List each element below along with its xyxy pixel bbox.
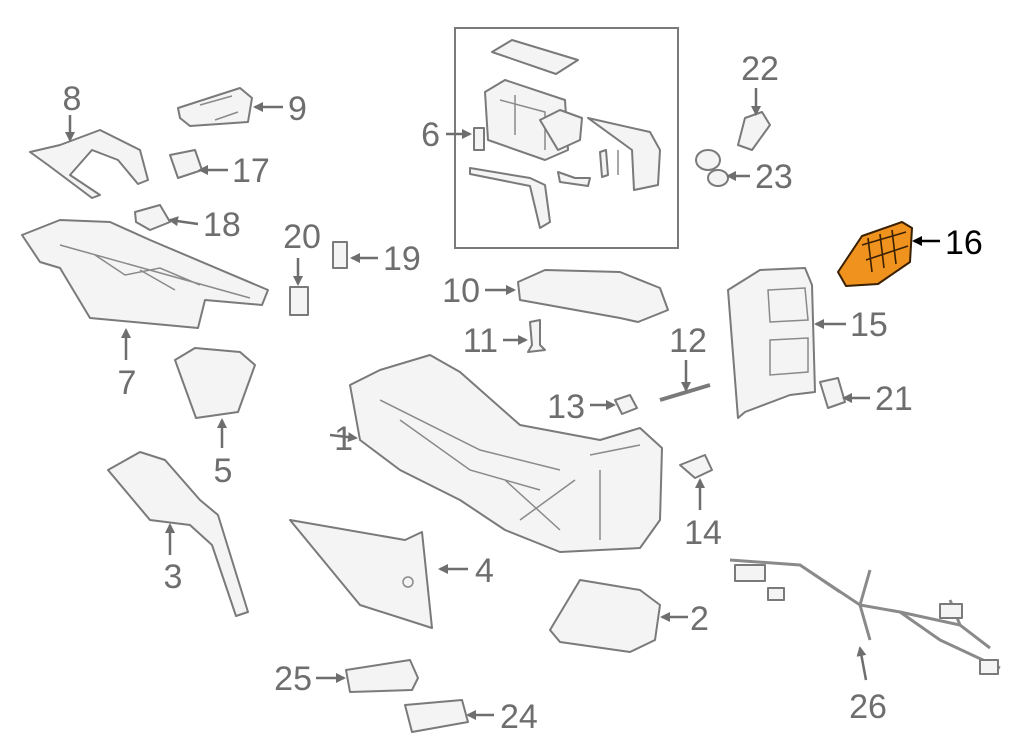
part-14-drawing (679, 454, 713, 479)
part-11-drawing (527, 319, 546, 353)
part-3-drawing (107, 451, 249, 617)
part-1-drawing (349, 354, 663, 553)
callout-1: 1 (334, 420, 353, 458)
callout-18: 18 (203, 206, 241, 244)
part-24-drawing (404, 699, 469, 733)
part-15-drawing (727, 267, 816, 419)
callout-12: 12 (669, 322, 707, 360)
part-16-drawing (837, 221, 913, 287)
part-13-drawing (614, 394, 638, 415)
callout-17: 17 (232, 152, 270, 190)
callout-24: 24 (500, 698, 538, 736)
callout-23: 23 (755, 158, 793, 196)
callout-16: 16 (945, 224, 983, 262)
part-19-drawing (332, 241, 348, 269)
callout-7: 7 (118, 364, 137, 402)
callout-20: 20 (283, 218, 321, 256)
part-9-drawing (177, 87, 253, 127)
part-23-drawing-a (695, 149, 721, 171)
part-23-drawing-b (707, 169, 729, 187)
callout-11: 11 (463, 322, 498, 360)
callout-4: 4 (475, 552, 494, 590)
callout-6: 6 (421, 116, 440, 154)
callout-5: 5 (214, 452, 233, 490)
part-18-drawing (134, 204, 171, 231)
callout-22: 22 (741, 50, 779, 88)
callout-2: 2 (690, 600, 709, 638)
part-12-drawing (659, 383, 711, 402)
part-6-drawing (469, 39, 661, 229)
callout-26: 26 (849, 688, 887, 726)
callout-25: 25 (274, 660, 312, 698)
part-22-drawing (737, 111, 771, 151)
part-8-drawing (29, 129, 149, 199)
part-10-drawing (517, 269, 669, 323)
part-4-drawing (289, 519, 433, 629)
part-2-drawing (549, 579, 661, 653)
part-5-drawing (174, 347, 256, 419)
callout-9: 9 (288, 90, 307, 128)
callout-15: 15 (850, 306, 888, 344)
part-26-drawing (729, 558, 1001, 675)
callout-10: 10 (442, 272, 480, 310)
part-6-group-box (454, 27, 679, 249)
callout-8: 8 (63, 80, 82, 118)
callout-21: 21 (875, 380, 913, 418)
callout-3: 3 (164, 558, 183, 596)
part-21-drawing (819, 377, 846, 409)
callout-19: 19 (383, 240, 421, 278)
part-17-drawing (169, 149, 203, 179)
callout-13: 13 (547, 388, 585, 426)
part-25-drawing (345, 659, 419, 693)
part-7-drawing (21, 219, 269, 329)
callout-14: 14 (684, 514, 722, 552)
leader-arrows (65, 88, 940, 720)
part-20-drawing (289, 286, 309, 316)
